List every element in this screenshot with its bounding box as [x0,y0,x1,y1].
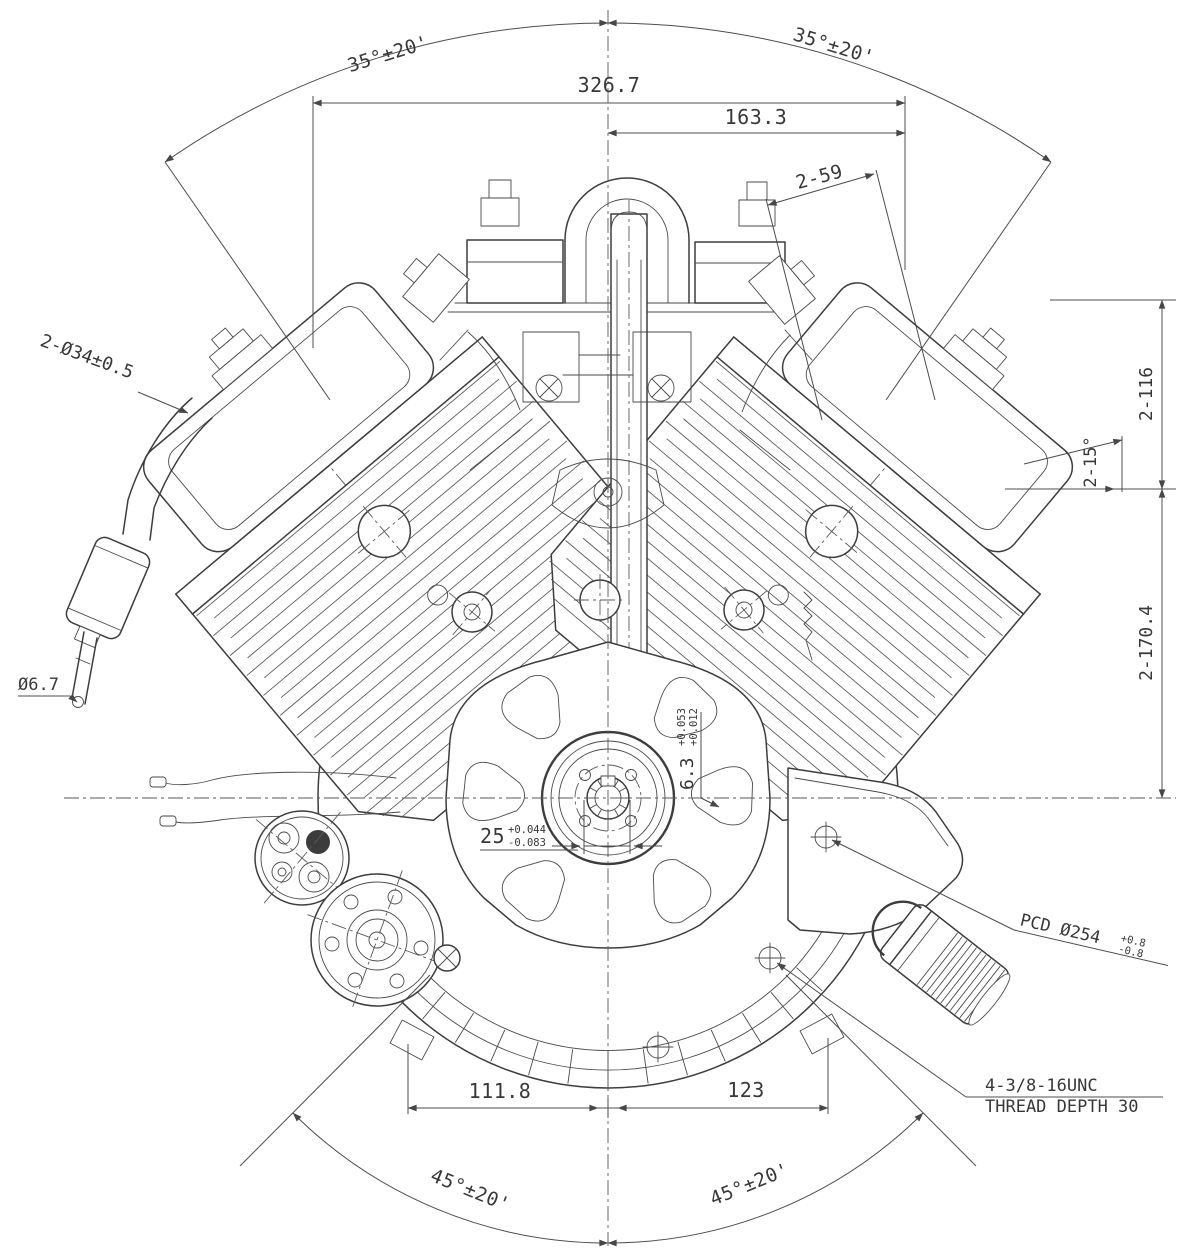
spline-teeth [916,932,1006,1022]
starter-flange-disc [307,870,461,1010]
mount-foot-left [389,1019,435,1061]
gear-housing [787,767,964,935]
leader-tube-dia [68,693,78,703]
drain-tube [71,631,85,699]
shaft-dia-tol-bot: -0.083 [508,837,546,849]
arc-35-left [164,19,609,163]
key-height-group: 6.3 +0.053 +0.012 [676,708,700,790]
shaft-dia-label: 25 [480,824,505,848]
base-left-label: 111.8 [469,1079,532,1103]
ignition-coil-right [748,255,816,325]
left-bank-bolt-boss [448,588,496,636]
tube-dia-label: Ø6.7 [18,675,59,695]
governor-spring [803,591,813,661]
wire-terminal-1 [149,776,167,788]
pcd-tol-bot: -0.8 [1117,943,1144,960]
breather-hose-assembly [65,397,213,708]
thread-note-line1: 4-3/8-16UNC [985,1076,1098,1096]
intake-arch-outer [564,177,690,304]
arc-45-right [607,1112,924,1247]
overall-width-label: 326.7 [578,73,641,97]
half-width-label: 163.3 [725,105,788,129]
key-height-label: 6.3 [677,757,698,790]
float-bowl-left [522,331,580,403]
pcd-tol-top: +0.8 [1120,932,1147,949]
intake-arch-inner [585,198,669,304]
dim-2-170-4-label: 2-170.4 [1136,605,1157,681]
ignition-coil-left [402,253,470,323]
wiring-leads [149,771,401,827]
starter-solenoid [254,810,350,906]
arc-35-right [607,19,1052,163]
shaft-dia-tol-top: +0.044 [508,824,546,836]
right-bank-bolt-boss [720,586,768,634]
leader-exhaust-dia [137,391,189,414]
dim-2-15-label: 2-15° [1081,436,1101,487]
key-tol-top: +0.053 [676,708,688,746]
key-tol-bot: +0.012 [688,708,700,746]
arc-45-left [292,1112,609,1247]
leader-thread-note [776,962,967,1098]
flange-bolt [433,944,461,972]
wire-terminal-2 [159,815,177,827]
splined-pto-shaft [871,900,1011,1026]
sump-cooling-ribs [393,967,823,1087]
dim-line-2-59 [767,173,875,206]
base-right-label: 123 [727,1078,765,1102]
float-bowl-right [632,331,692,403]
thread-note-line2: THREAD DEPTH 30 [985,1097,1139,1117]
dim-2-116-label: 2-116 [1136,367,1157,421]
centerlines [64,10,1176,1246]
filter-canister [65,536,151,648]
crankcase-top-boss [551,458,665,529]
leader-pcd [831,839,1015,931]
carb-body-left [466,239,564,304]
